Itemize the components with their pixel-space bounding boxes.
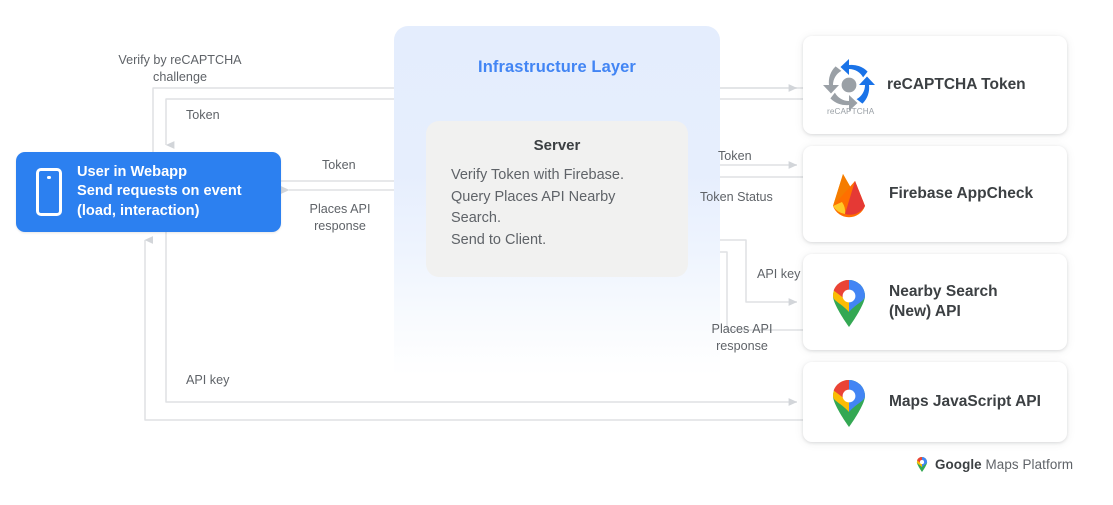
server-line-1: Verify Token with Firebase. [451,167,625,183]
google-maps-pin-icon [827,377,871,427]
service-card-nearby-search-label: Nearby Search (New) API [889,283,998,320]
recaptcha-icon-caption: reCAPTCHA [827,107,875,116]
server-description: Verify Token with Firebase. Query Places… [451,165,672,251]
wire-label-verify-recaptcha: Verify by reCAPTCHA challenge [118,53,242,84]
server-line-2: Query Places API Nearby [451,188,616,205]
server-line-4: Send to Client. [451,231,547,248]
service-card-recaptcha-label: reCAPTCHA Token [887,76,1026,93]
service-card-firebase[interactable]: Firebase AppCheck [803,146,1067,242]
recaptcha-icon: reCAPTCHA [821,57,877,116]
infrastructure-layer-title: Infrastructure Layer [478,58,636,76]
google-maps-pin-icon [827,277,871,327]
user-line-3: (load, interaction) [77,202,200,219]
wire-label-token-status: Token Status [700,190,773,204]
wire-label-places-response-left: Places API response [309,202,371,233]
user-in-webapp-node: User in Webapp Send requests on event (l… [16,152,281,232]
service-card-nearby-search[interactable]: Nearby Search (New) API [803,254,1067,350]
wire-label-api-key-left: API key [186,373,230,387]
service-card-firebase-label: Firebase AppCheck [889,185,1034,202]
user-in-webapp-label: User in Webapp Send requests on event (l… [77,163,242,222]
service-card-maps-javascript-api-label: Maps JavaScript API [889,393,1041,410]
google-maps-pin-icon [916,456,928,472]
wire-label-places-response-right: Places API response [711,322,773,353]
user-line-1: User in Webapp [77,163,188,180]
wire-label-token-to-firebase: Token [718,149,752,163]
maps-platform-wordmark: Maps Platform [981,456,1074,472]
server-node: Server Verify Token with Firebase. Query… [426,121,688,277]
firebase-flame-icon [827,169,871,219]
wire-mapsjs-to-user [144,236,803,421]
service-card-maps-javascript-api[interactable]: Maps JavaScript API [803,362,1067,442]
wire-label-api-key-right: API key [757,267,801,281]
service-card-recaptcha[interactable]: reCAPTCHA reCAPTCHA Token [803,36,1067,134]
wire-label-token-to-server: Token [322,158,356,172]
mobile-phone-icon [36,168,62,216]
wire-label-token-to-user: Token [186,108,220,122]
wire-recaptcha-token-to-user [165,98,1000,149]
server-title: Server [533,137,581,154]
google-maps-platform-footer: Google Maps Platform [915,456,1073,472]
wire-user-to-mapsjs-apikey [165,232,798,406]
user-line-2: Send requests on event [77,183,242,200]
server-line-3: Search. [451,210,501,226]
google-maps-platform-wordmark: Google Maps Platform [935,457,1073,472]
google-wordmark: Google [935,456,982,472]
